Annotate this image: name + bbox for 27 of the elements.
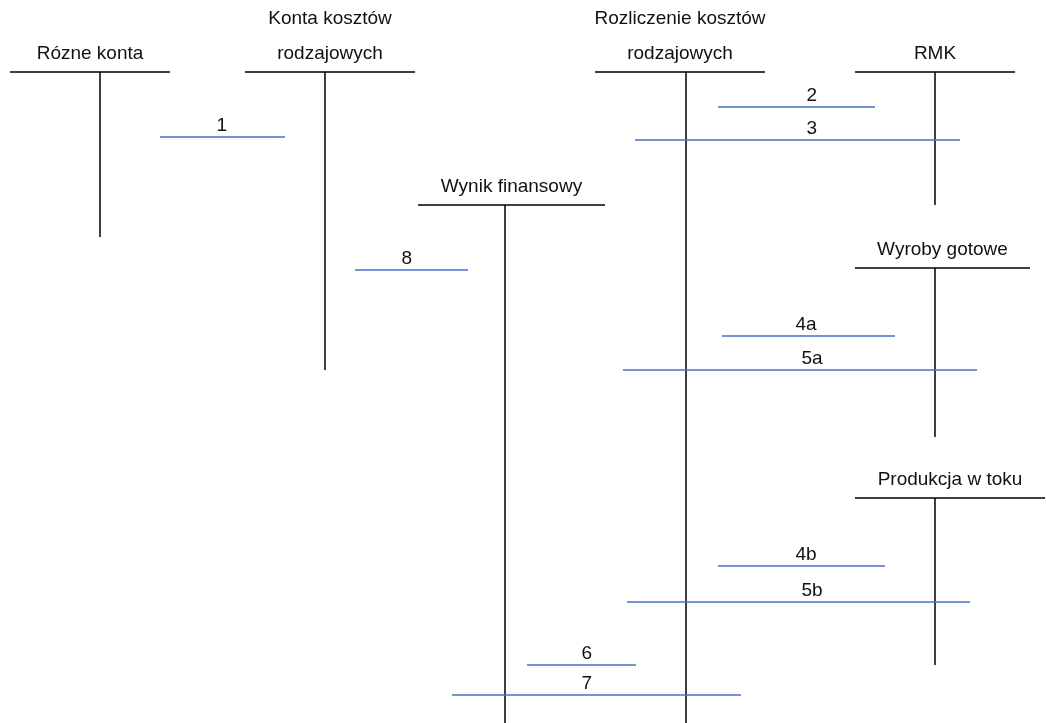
edge-label: 4a <box>795 314 817 334</box>
edge-label: 7 <box>581 673 593 693</box>
edge-label: 2 <box>806 85 818 105</box>
posting-line <box>451 694 742 696</box>
account-title: Produkcja w toku <box>876 467 1024 491</box>
posting-line <box>717 106 876 108</box>
edge-label: 8 <box>401 248 413 268</box>
edge-label: 5b <box>801 580 823 600</box>
account-title: Wyroby gotowe <box>876 237 1009 261</box>
posting-line <box>721 335 896 337</box>
edge-label: 6 <box>581 643 593 663</box>
posting-line <box>626 601 971 603</box>
account-title: RMK <box>912 41 958 65</box>
account-title: Konta kosztów rodzajowych <box>267 6 393 65</box>
edge-label: 1 <box>216 115 228 135</box>
edge-label: 5a <box>801 348 823 368</box>
posting-line <box>634 139 961 141</box>
account-title: Rózne konta <box>35 41 145 65</box>
posting-line <box>717 565 886 567</box>
posting-line <box>354 269 469 271</box>
edge-label: 3 <box>806 118 818 138</box>
edge-label: 4b <box>795 544 817 564</box>
account-title: Rozliczenie kosztów rodzajowych <box>593 6 767 65</box>
account-title: Wynik finansowy <box>439 174 584 198</box>
posting-line <box>526 664 637 666</box>
posting-line <box>622 369 978 371</box>
posting-line <box>159 136 286 138</box>
